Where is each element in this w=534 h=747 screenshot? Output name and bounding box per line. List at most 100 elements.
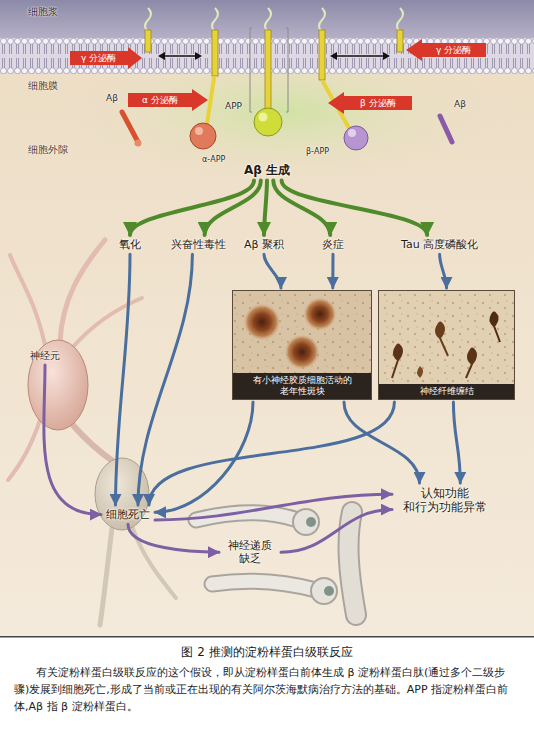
synaptic-knob — [311, 578, 337, 604]
cascade-arrow — [138, 254, 192, 505]
protein-tail — [397, 8, 403, 32]
node-text: 氧化 — [119, 238, 141, 251]
region-label: 细胞外隙 — [28, 144, 68, 156]
tangle — [466, 348, 476, 378]
double-arrow — [162, 55, 198, 57]
node-text: Tau 高度磷酸化 — [401, 238, 478, 251]
postsynaptic-dendrite — [349, 512, 356, 615]
abeta-fragment — [122, 112, 138, 142]
process-label: 炎症 — [319, 237, 347, 252]
app-rod — [397, 30, 403, 52]
micrograph-caption: 有小神经胶质细胞活动的 老年性斑块 — [233, 373, 371, 399]
arrow-head — [330, 52, 337, 60]
dendrite — [60, 240, 105, 342]
dendrite — [8, 420, 40, 480]
app-rod — [265, 30, 271, 110]
cascade-arrow — [282, 180, 428, 235]
cell-label: 神经元 — [27, 349, 63, 363]
cascade-arrow — [344, 402, 420, 483]
postsynaptic-dendrite — [349, 512, 356, 615]
node-text: Aβ 聚积 — [244, 238, 284, 251]
node-text: 细胞死亡 — [106, 508, 150, 521]
protein-label: Aβ — [454, 99, 466, 110]
app-rod — [319, 30, 325, 80]
arrow-head — [158, 52, 165, 60]
tangle — [417, 366, 423, 378]
enzyme-label: γ 分泌酶 — [81, 53, 116, 64]
protein-tail — [265, 8, 271, 32]
enzyme-label: γ 分泌酶 — [436, 45, 471, 56]
figure-caption: 有关淀粉样蛋白级联反应的这个假设，即从淀粉样蛋白前体生成 β 淀粉样蛋白肽(通过… — [14, 664, 520, 715]
protein-label: APP — [225, 101, 242, 112]
secretase-arrow — [406, 39, 486, 61]
micrograph-texture — [378, 290, 515, 400]
vesicles — [306, 517, 316, 527]
protein-label: Aβ — [106, 93, 118, 104]
tangle — [436, 322, 448, 356]
micrograph — [232, 290, 372, 400]
micrograph-box: 有小神经胶质细胞活动的 老年性斑块 — [232, 290, 372, 400]
process-label: Aβ 聚积 — [241, 237, 287, 252]
micrograph-texture — [232, 290, 372, 400]
double-arrow — [334, 55, 386, 57]
cascade-arrow — [116, 254, 131, 505]
synaptic-knob — [293, 509, 319, 535]
alpha-app-ball — [190, 123, 216, 149]
process-label: 兴奋性毒性 — [168, 237, 229, 252]
region-label: 细胞膜 — [28, 80, 58, 92]
node-text: 炎症 — [322, 238, 344, 251]
micrograph-box: 神经纤维缠结 — [378, 290, 515, 400]
process-label: Aβ 生成 — [241, 162, 293, 178]
cascade-arrow — [440, 254, 447, 288]
cascade-arrow — [205, 180, 261, 235]
arrow-head — [383, 52, 390, 60]
protein-label: α-APP — [202, 155, 225, 165]
cascade-arrow — [453, 402, 460, 483]
highlight — [259, 113, 268, 122]
outcome-label: 神经递质 缺乏 — [221, 538, 279, 566]
abeta-fragment-end — [135, 140, 142, 147]
secretase-arrow — [328, 92, 412, 114]
dead-process — [132, 526, 176, 598]
enzyme-label: α 分泌酶 — [142, 95, 178, 106]
secretase-arrow — [70, 47, 142, 69]
vesicles — [324, 586, 334, 596]
protein-tail — [319, 8, 325, 32]
dendrite — [72, 298, 142, 348]
cascade-arrow — [149, 402, 394, 505]
outcome-label: 认知功能 和行为功能异常 — [394, 485, 496, 516]
rule — [0, 636, 534, 638]
protein-tail — [212, 8, 218, 32]
abeta-fragment — [440, 116, 452, 142]
axon — [72, 424, 114, 462]
extracellular-ground — [0, 0, 534, 636]
axon-terminal — [212, 581, 316, 590]
bracket — [250, 28, 252, 112]
protein-tail — [145, 8, 151, 32]
dendrite — [10, 255, 45, 345]
cascade-arrow — [44, 365, 101, 515]
beta-app-ball — [344, 126, 368, 150]
app-rod — [212, 30, 218, 76]
node-text: Aβ 生成 — [244, 163, 290, 177]
cascade-arrow — [155, 494, 392, 520]
bracket — [286, 28, 288, 112]
process-label: Tau 高度磷酸化 — [398, 237, 481, 252]
node-text: 兴奋性毒性 — [171, 238, 226, 251]
tangle — [491, 312, 501, 342]
cascade-arrow — [264, 254, 281, 288]
cell-label: 细胞死亡 — [103, 507, 153, 522]
figure-title: 图 2 推测的淀粉样蛋白级联反应 — [0, 645, 534, 661]
app-stalk — [207, 78, 214, 124]
secretase-arrow — [128, 89, 208, 111]
enzyme-label: β 分泌酶 — [360, 98, 396, 109]
arrow-head — [195, 52, 202, 60]
neuron-body — [28, 340, 88, 430]
node-text: 神经元 — [30, 350, 60, 362]
process-label: 氧化 — [116, 237, 144, 252]
cascade-arrow — [273, 180, 330, 235]
micrograph — [378, 290, 515, 400]
protein-label: β-APP — [306, 147, 329, 157]
node-text: 神经递质 缺乏 — [224, 539, 276, 565]
cascade-arrow — [331, 254, 334, 288]
